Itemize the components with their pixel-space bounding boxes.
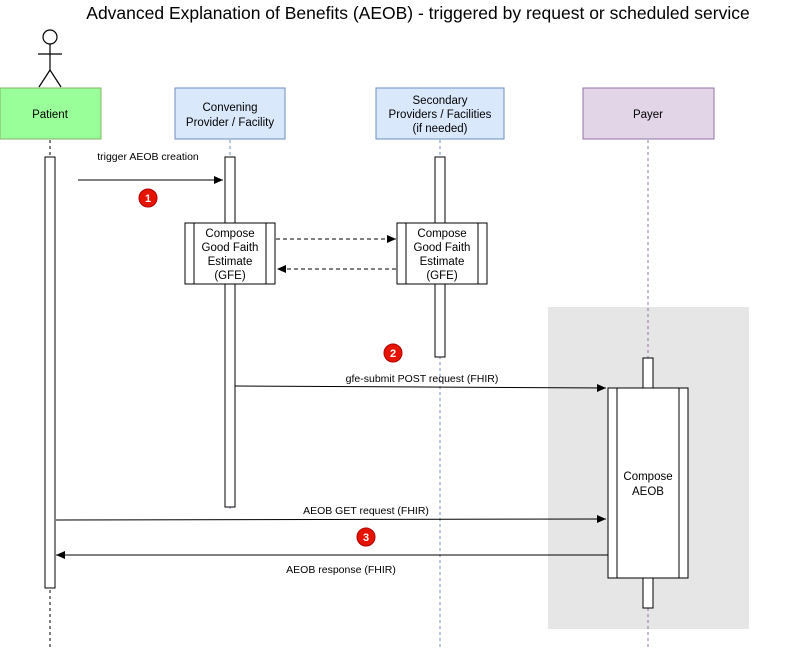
convening-label-line2: Provider / Facility — [186, 117, 274, 129]
patient-activation — [44, 156, 56, 589]
gfe-convening-line4: (GFE) — [214, 270, 245, 282]
gfe-convening-line3: Estimate — [208, 256, 253, 268]
payer-label: Payer — [633, 109, 663, 121]
message-aeob-response: AEOB response (FHIR) — [56, 551, 608, 576]
message-aeob-get-label: AEOB GET request (FHIR) — [303, 505, 429, 517]
step-badge-2: 2 — [383, 343, 403, 363]
secondary-label-line2: Providers / Facilities — [389, 109, 492, 121]
message-gfe-submit: gfe-submit POST request (FHIR) — [234, 373, 607, 392]
gfe-convening-line1: Compose — [205, 228, 254, 240]
step-badge-3: 3 — [356, 527, 376, 547]
aeob-compose-line1: Compose — [623, 471, 672, 483]
gfe-secondary-line3: Estimate — [420, 256, 465, 268]
participant-payer: Payer — [582, 87, 715, 140]
secondary-label-line1: Secondary — [413, 95, 468, 107]
message-aeob-get: AEOB GET request (FHIR) — [55, 505, 607, 524]
aeob-compose-box: Compose AEOB — [607, 387, 689, 579]
gfe-secondary-box: Compose Good Faith Estimate (GFE) — [396, 222, 488, 285]
message-aeob-response-label: AEOB response (FHIR) — [286, 564, 396, 576]
step-badge-2-label: 2 — [390, 348, 396, 360]
step-badge-1-label: 1 — [145, 193, 151, 205]
convening-activation — [224, 156, 236, 508]
participant-convening-provider: Convening Provider / Facility — [174, 87, 286, 140]
gfe-secondary-line1: Compose — [417, 228, 466, 240]
patient-actor-icon — [38, 29, 62, 88]
participant-secondary-providers: Secondary Providers / Facilities (if nee… — [375, 87, 505, 140]
step-badge-1: 1 — [138, 188, 158, 208]
gfe-convening-line2: Good Faith — [202, 242, 259, 254]
message-trigger-label: trigger AEOB creation — [97, 151, 199, 163]
message-trigger: trigger AEOB creation — [78, 151, 223, 184]
gfe-secondary-line4: (GFE) — [426, 270, 457, 282]
gfe-secondary-line2: Good Faith — [414, 242, 471, 254]
aeob-compose-line2: AEOB — [632, 486, 664, 498]
message-gfe-submit-label: gfe-submit POST request (FHIR) — [346, 373, 499, 385]
participant-patient: Patient — [0, 87, 102, 140]
convening-label-line1: Convening — [203, 102, 258, 114]
patient-label: Patient — [32, 109, 69, 121]
secondary-label-line3: (if needed) — [413, 123, 468, 135]
gfe-convening-box: Compose Good Faith Estimate (GFE) — [184, 222, 276, 285]
step-badge-3-label: 3 — [363, 532, 369, 544]
diagram-title: Advanced Explanation of Benefits (AEOB) … — [86, 3, 749, 23]
